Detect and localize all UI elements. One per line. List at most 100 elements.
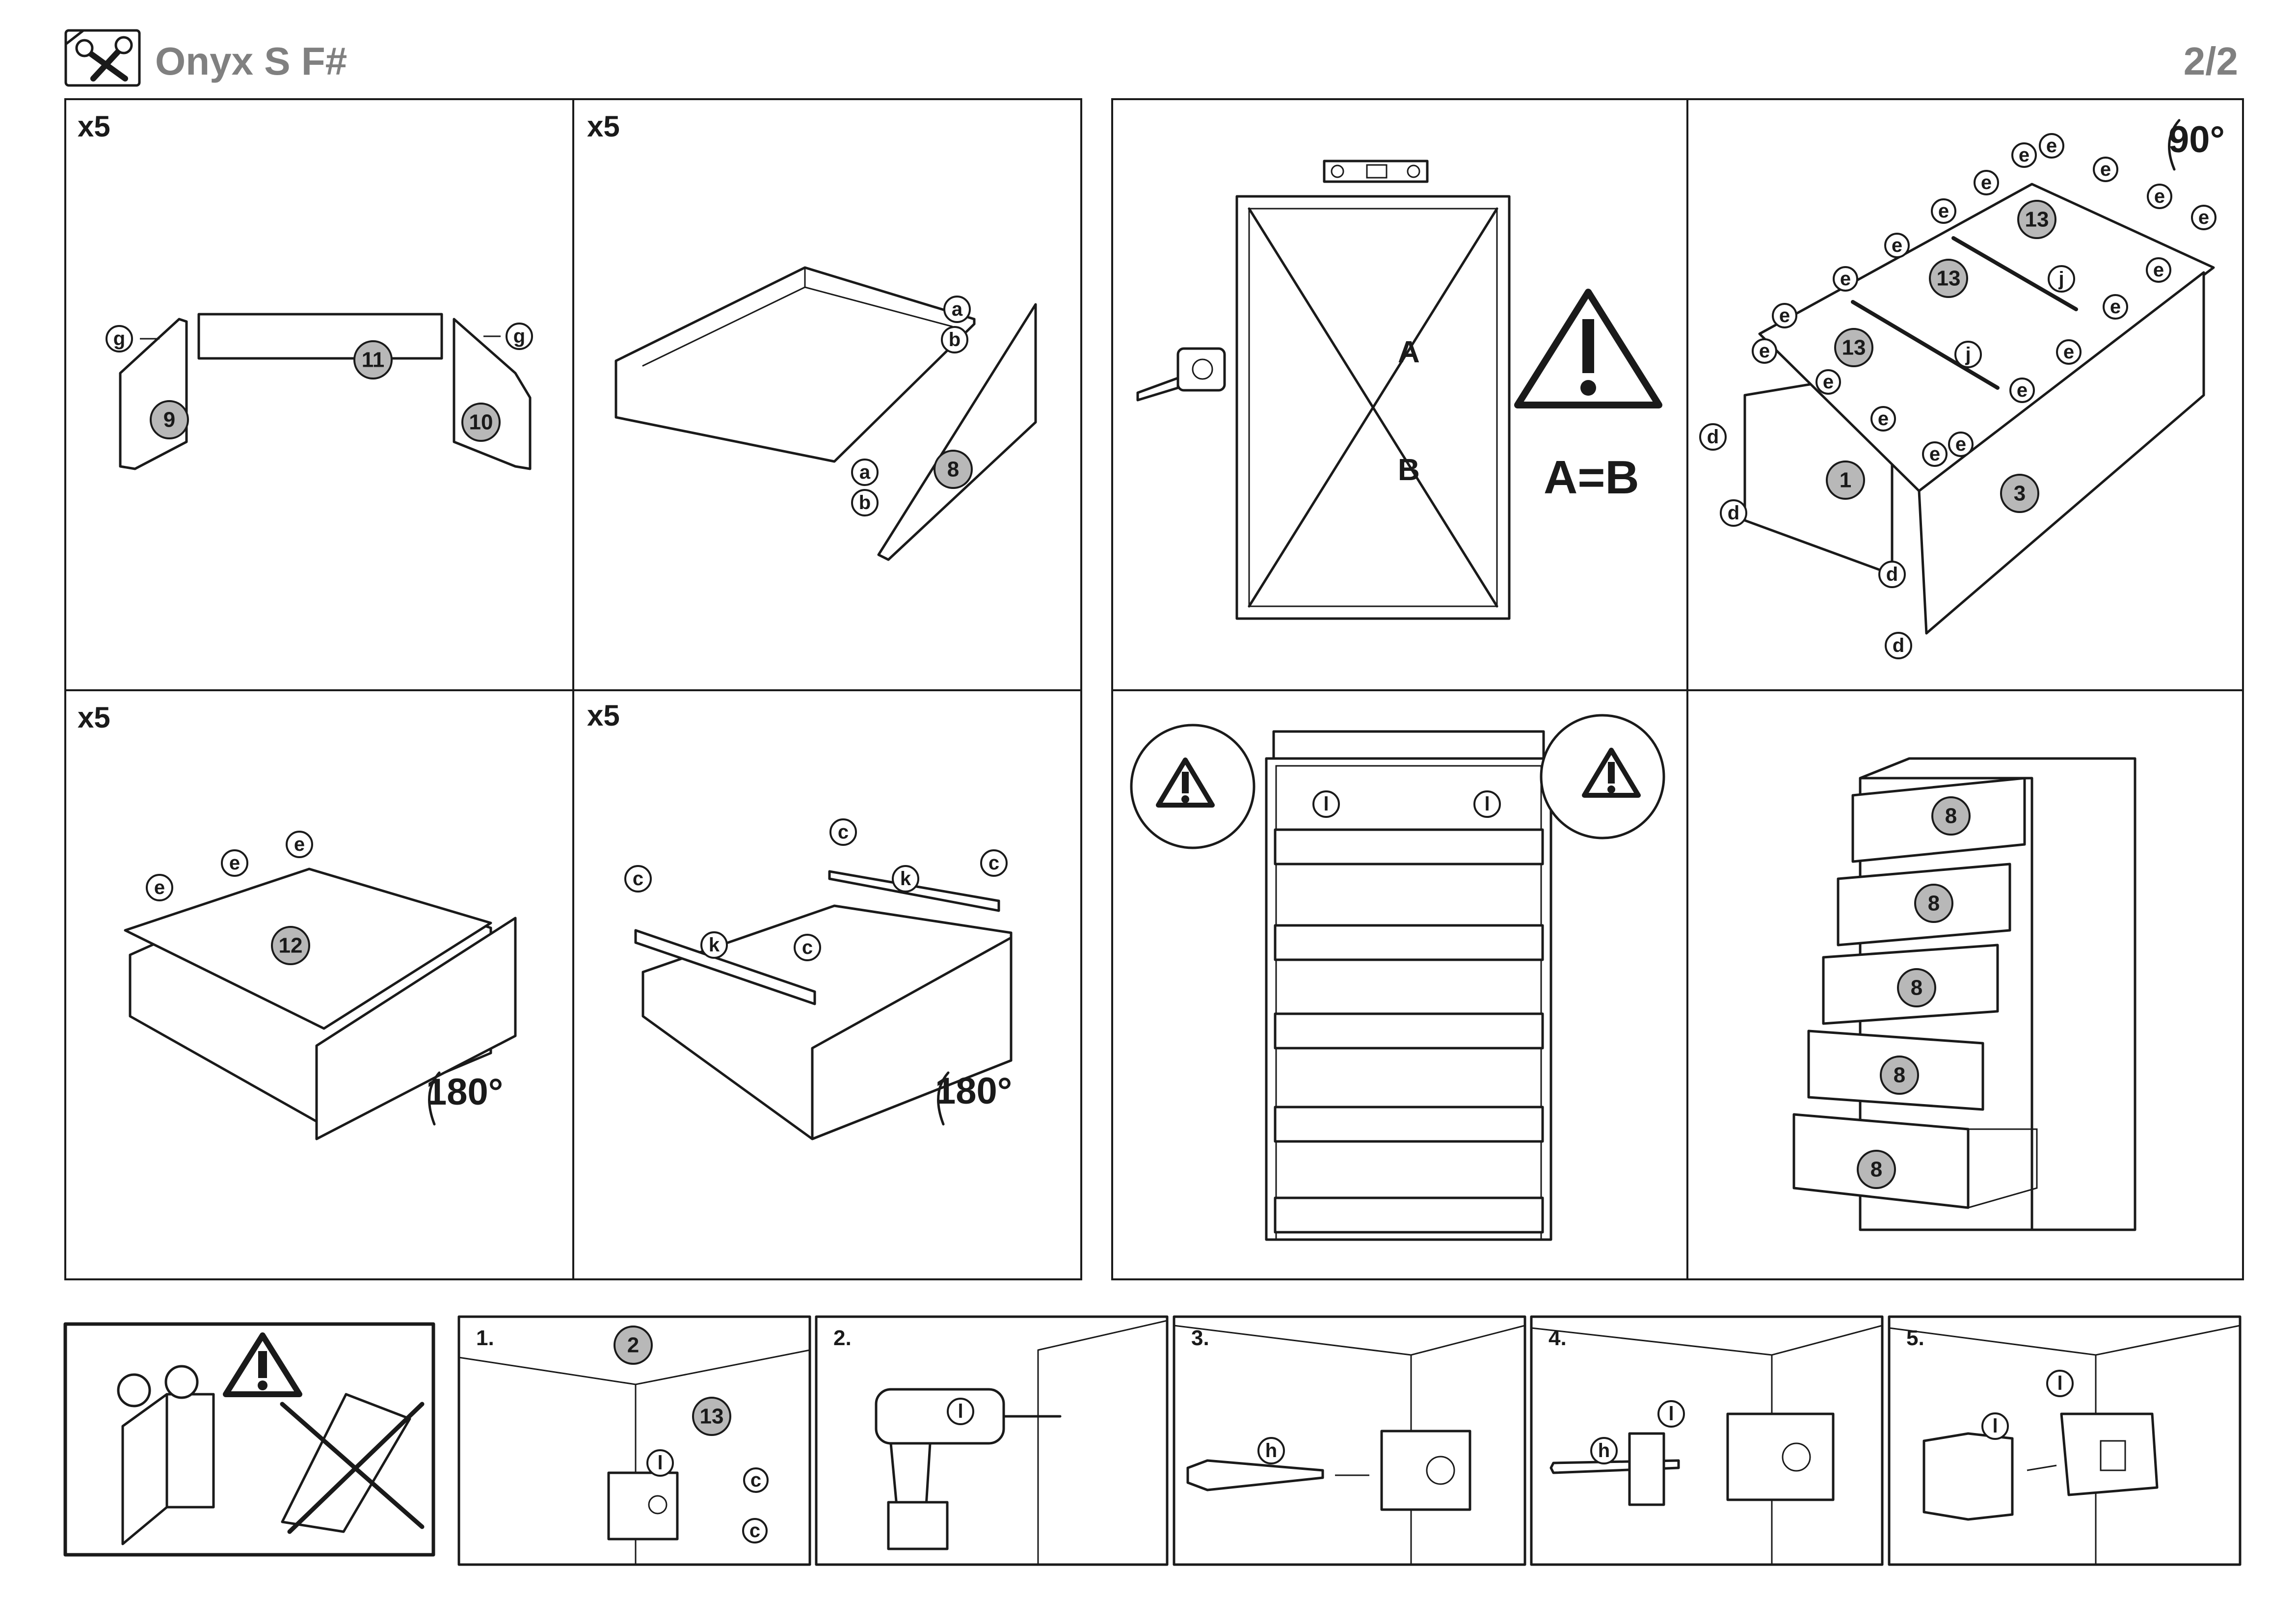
svg-text:c: c: [802, 937, 813, 958]
hardware-h: h: [1590, 1437, 1618, 1464]
hardware-e: e: [2103, 294, 2128, 320]
svg-text:b: b: [859, 492, 871, 514]
runner-left: [634, 929, 816, 1005]
wall-bracket: [2060, 1412, 2159, 1496]
warning-icon: [1514, 289, 1662, 408]
svg-text:e: e: [2019, 144, 2029, 166]
hardware-h: h: [1257, 1437, 1285, 1464]
hardware-k: k: [892, 865, 919, 893]
drawer-shelf: [1274, 924, 1544, 961]
hardware-g: g: [506, 323, 533, 350]
rear-panel: [197, 313, 443, 360]
hardware-c: c: [624, 865, 652, 893]
quantity-label: x5: [78, 110, 110, 143]
hardware-e: e: [1974, 170, 1999, 195]
wall-fix-step-3: 3. h: [1173, 1315, 1526, 1566]
svg-text:k: k: [900, 868, 911, 890]
hardware-e: e: [2011, 142, 2037, 168]
hardware-d: d: [1878, 561, 1906, 588]
part-1: 1: [1826, 460, 1865, 500]
spirit-level-icon: [1323, 160, 1429, 183]
grid-left: [64, 98, 1082, 1280]
svg-text:c: c: [633, 868, 643, 890]
wall-plug: [1186, 1459, 1324, 1491]
svg-text:13: 13: [700, 1405, 724, 1429]
svg-text:8: 8: [1870, 1158, 1882, 1182]
joint-strip: [1851, 300, 2000, 390]
joint-strip: [1951, 236, 2078, 311]
part-8: 8: [1897, 968, 1936, 1007]
hardware-l: l: [1473, 790, 1501, 818]
svg-text:c: c: [750, 1469, 761, 1491]
svg-text:e: e: [294, 834, 305, 855]
hardware-e: e: [2093, 157, 2118, 182]
tools-icon: [64, 29, 141, 87]
svg-text:e: e: [1759, 340, 1770, 362]
svg-text:e: e: [154, 877, 165, 898]
tip-warning-panel: [63, 1322, 435, 1557]
svg-text:e: e: [2100, 159, 2111, 180]
svg-text:e: e: [2017, 379, 2028, 401]
svg-text:e: e: [1840, 268, 1851, 290]
hardware-e: e: [221, 849, 248, 877]
step-number: 5.: [1906, 1326, 1924, 1350]
svg-text:l: l: [2057, 1373, 2062, 1394]
wall-fix-step-4: 4. l h: [1530, 1315, 1884, 1566]
svg-text:8: 8: [947, 458, 959, 482]
rotate-arrow-icon: [937, 1071, 950, 1126]
diagonal-a: [1248, 207, 1498, 608]
rotate-arrow-icon: [428, 1071, 441, 1126]
svg-text:e: e: [1981, 172, 1992, 193]
rotation-label: 90°: [2168, 119, 2225, 161]
panel-insert-drawers: 8 8 8 8 8: [1792, 757, 2136, 1231]
panel-drawer-bottom: x5 12 e e e 180°: [78, 701, 517, 1140]
hardware-e: e: [2056, 339, 2082, 365]
warning-icon: [1156, 758, 1215, 808]
svg-text:d: d: [1886, 564, 1898, 585]
svg-text:e: e: [2198, 207, 2209, 228]
svg-text:j: j: [1965, 344, 1971, 365]
step-number: 1.: [476, 1326, 494, 1350]
svg-text:k: k: [709, 934, 720, 956]
svg-text:e: e: [1938, 200, 1949, 222]
svg-text:c: c: [838, 821, 849, 843]
hardware-k: k: [700, 931, 728, 959]
svg-text:l: l: [1668, 1403, 1674, 1425]
svg-text:13: 13: [1842, 336, 1866, 360]
svg-text:e: e: [1929, 443, 1940, 465]
document-title: Onyx S F#: [155, 39, 347, 83]
quantity-label: x5: [587, 110, 620, 143]
drawer-shelf: [1274, 1106, 1544, 1143]
part-13: 13: [1929, 259, 1968, 298]
hardware-e: e: [2191, 205, 2216, 230]
quantity-label: x5: [78, 701, 110, 734]
svg-text:12: 12: [279, 934, 303, 958]
svg-text:a: a: [859, 461, 871, 483]
hardware-e: e: [1833, 266, 1858, 292]
hardware-e: e: [2009, 378, 2035, 403]
drawer-shelf: [1274, 1012, 1544, 1050]
svg-text:e: e: [1779, 305, 1790, 326]
wall-bracket: [1380, 1430, 1471, 1511]
hardware-c: c: [829, 818, 857, 846]
svg-text:l: l: [1992, 1415, 1998, 1437]
svg-text:d: d: [1728, 502, 1739, 524]
svg-text:e: e: [2110, 296, 2121, 318]
quantity-label: x5: [587, 699, 620, 732]
svg-text:11: 11: [362, 348, 385, 372]
drawer-shelf: [1274, 1196, 1544, 1234]
svg-text:13: 13: [1937, 267, 1961, 291]
svg-text:e: e: [229, 852, 240, 874]
hardware-e: e: [2146, 257, 2171, 283]
svg-text:l: l: [1484, 793, 1490, 815]
grid-right: [1111, 98, 2244, 1280]
panel-cabinet-runners: l l: [1130, 714, 1665, 1241]
svg-text:e: e: [1892, 235, 1902, 256]
part-8: 8: [1931, 796, 1971, 836]
svg-text:d: d: [1707, 426, 1719, 448]
bracket-part: [1628, 1432, 1665, 1506]
hardware-e: e: [2039, 133, 2064, 159]
svg-text:e: e: [2153, 259, 2164, 281]
wall-fix-step-1: 1. 2 13 l c c: [457, 1315, 811, 1566]
hardware-b: b: [941, 326, 968, 353]
